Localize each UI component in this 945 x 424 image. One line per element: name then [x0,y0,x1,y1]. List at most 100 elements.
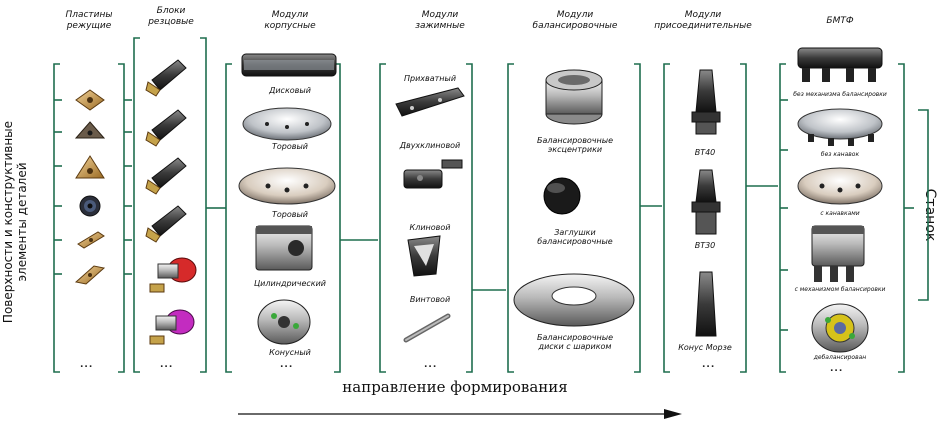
header-clamp-modules-line2: зажимные [415,21,465,31]
insert-triangle-gold-icon [75,155,105,179]
bmtf-with-grooves-icon [797,167,883,205]
header-balance-modules-line1: Модули [556,10,594,20]
bmtf-no-balance-icon [797,47,883,82]
tool-block-2-icon [145,109,187,147]
ellipsis-clamp: ... [424,360,438,370]
body-module-label-disk: Дисковый [269,86,311,95]
clamp-tack-icon [395,87,465,117]
balance-eccentrics-line2: эксцентрики [547,145,603,154]
tool-block-1-icon [145,59,187,97]
ellipsis-blocks: ... [160,360,174,370]
header-clamp-modules: Модули зажимные [400,10,480,32]
tool-block-3-icon [145,157,187,195]
bracket-blocks [133,37,222,373]
ellipsis-body: ... [280,360,294,370]
balance-eccentrics-line1: Балансировочные [536,136,613,145]
header-blocks-line1: Блоки [156,6,186,16]
bracket-clamp [379,63,506,373]
body-cylinder-icon [255,225,313,271]
balance-module-label-eccentrics: Балансировочные эксцентрики [520,136,630,154]
insert-diamond-icon [77,231,105,249]
ellipsis-bmtf: ... [830,364,844,374]
clamp-module-label-tack: Прихватный [403,74,457,83]
clamp-wedge-icon [407,235,441,277]
header-inserts: Пластины режущие [58,10,120,32]
connect-bt40-icon [691,69,721,135]
tool-block-4-icon [145,205,187,243]
direction-arrow [238,409,682,419]
bmtf-unbalanced-icon [811,303,869,353]
clamp-screw-icon [403,313,451,343]
header-connect-modules: Модули присоединительные [648,10,758,32]
body-module-label-conical: Конусный [269,348,311,357]
bracket-inserts [53,63,132,373]
bmtf-label-no-grooves: без канавок [820,151,860,158]
body-torus-2-icon [238,167,336,205]
ellipsis-connect: ... [702,360,716,370]
insert-icon-group [74,89,106,285]
body-disk-icon [241,53,337,77]
body-module-label-torus-2: Торовый [272,210,308,219]
bracket-connect [663,63,778,373]
connect-module-icon-group [691,69,721,337]
clamp-module-icon-group [395,87,465,343]
header-connect-modules-line1: Модули [684,10,722,20]
body-module-icon-group [238,53,337,345]
connect-module-label-bt40: BT40 [694,148,716,157]
tool-block-red-icon [149,257,197,293]
clamp-double-wedge-icon [403,159,463,189]
bracket-machine [918,109,929,301]
header-body-modules-line1: Модули [271,10,309,20]
body-module-label-cylindrical: Цилиндрический [253,279,327,288]
connect-morse-icon [695,271,717,337]
header-blocks-line2: резцовые [148,17,194,27]
balance-eccentric-icon [545,69,603,125]
header-body-modules-line2: корпусные [264,21,316,31]
balance-disks-line1: Балансировочные [536,333,613,342]
bmtf-label-with-balance: с механизмом балансировки [794,286,886,293]
formation-direction-label: направление формирования [342,378,568,396]
bmtf-with-balance-icon [811,225,865,282]
header-balance-modules: Модули балансировочные [520,10,630,32]
header-bmtf: БМТФ [810,16,870,27]
body-torus-1-icon [242,107,332,141]
header-inserts-line2: режущие [66,21,112,31]
bmtf-label-with-grooves: с канавками [820,210,860,217]
bracket-body [222,63,378,373]
header-balance-modules-line2: балансировочные [532,21,618,31]
balance-module-label-disks: Балансировочные диски с шариком [520,333,630,351]
body-module-label-torus-1: Торовый [272,142,308,151]
bmtf-label-unbalanced: дебалансирован [813,354,867,361]
clamp-module-label-wedge: Клиновой [409,223,451,232]
balance-plugs-line2: балансировочные [537,237,613,246]
connect-bt30-icon [691,169,721,235]
insert-parallelogram-icon [74,265,106,285]
bracket-balance [507,63,662,373]
insert-triangle-dark-icon [74,121,106,139]
body-cone-icon [257,299,311,345]
bracket-bmtf [779,63,914,373]
bmtf-no-grooves-icon [797,108,883,146]
balance-plugs-line1: Заглушки [554,228,596,237]
ellipsis-inserts: ... [80,360,94,370]
header-body-modules: Модули корпусные [250,10,330,32]
balance-disks-line2: диски с шариком [538,342,612,351]
balance-module-icon-group [513,69,635,327]
balance-plug-icon [543,177,581,215]
connect-module-label-bt30: BT30 [694,241,716,250]
header-bmtf-line1: БМТФ [826,16,854,26]
insert-rhombus-icon [75,89,105,111]
header-clamp-modules-line1: Модули [421,10,459,20]
clamp-module-label-double-wedge: Двухклиновой [399,141,461,150]
connect-module-label-morse: Конус Морзе [678,343,732,352]
balance-module-label-plugs: Заглушки балансировочные [520,228,630,246]
bmtf-label-no-balance: без механизма балансировки [793,91,887,98]
header-inserts-line1: Пластины [65,10,113,20]
insert-round-icon [79,195,101,217]
clamp-module-label-screw: Винтовой [409,295,451,304]
tool-block-magenta-icon [149,309,195,345]
tool-block-icon-group [145,59,197,345]
header-blocks: Блоки резцовые [140,6,202,28]
